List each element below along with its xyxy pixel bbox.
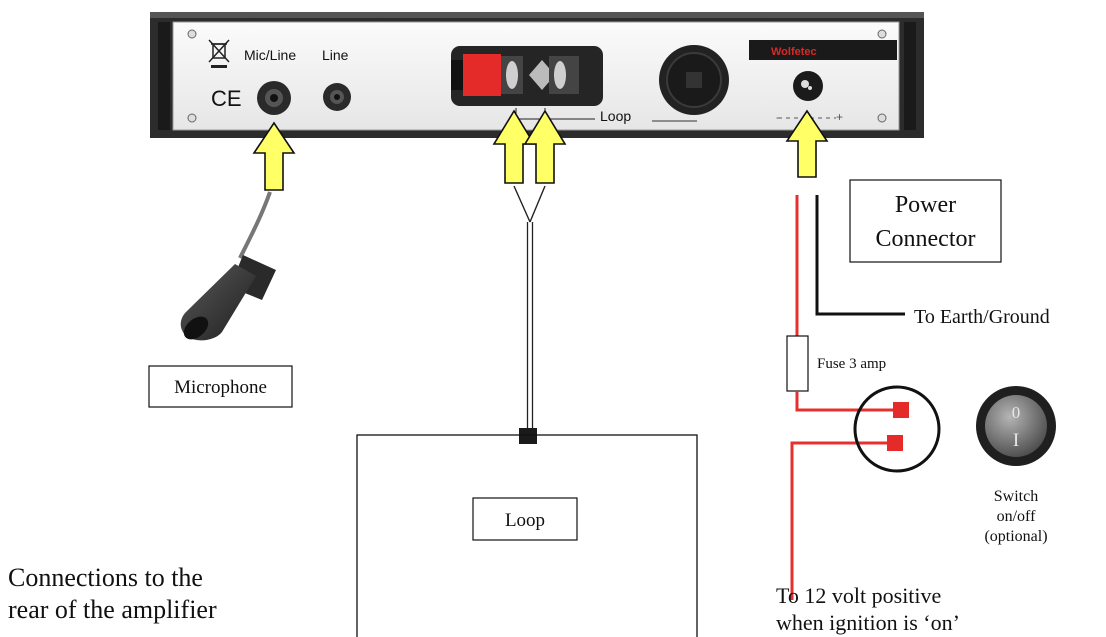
- power-socket[interactable]: [793, 71, 823, 101]
- power-connector-line2: Connector: [876, 226, 976, 252]
- switch-off-symbol: 0: [1012, 403, 1021, 422]
- brand-label: Wolfetec: [771, 46, 817, 58]
- svg-text:+: +: [836, 110, 843, 124]
- crossed-bin-icon: [208, 39, 230, 68]
- arrow-mic: [252, 121, 296, 191]
- switch-label-line1: Switch: [994, 488, 1038, 505]
- fuse-holder[interactable]: [659, 45, 729, 115]
- terminal-bottom: [887, 435, 903, 451]
- caption-line2: rear of the amplifier: [8, 595, 217, 624]
- power-connector-box: [849, 179, 1002, 263]
- loop-cable: [513, 185, 546, 444]
- arrow-loop-right: [523, 109, 567, 184]
- caption-line1: Connections to the: [8, 563, 203, 592]
- power-connector-line1: Power: [895, 192, 956, 218]
- fuse-symbol: [786, 335, 809, 392]
- mic-line-jack[interactable]: [257, 81, 291, 115]
- microphone-label-box: [148, 365, 293, 408]
- loop-label: Loop: [505, 510, 545, 531]
- yellow-arrows: [252, 109, 829, 191]
- loop-area: [356, 434, 698, 637]
- microphone-icon: [180, 191, 276, 341]
- switch-label-line2: on/off: [997, 508, 1036, 525]
- positive-label-line2: when ignition is ‘on’: [776, 610, 960, 635]
- panel-loop-label: Loop: [600, 108, 631, 124]
- arrow-power: [785, 109, 829, 178]
- brand-strip: [749, 40, 897, 60]
- switch-on-symbol: I: [1013, 430, 1019, 451]
- svg-text:-: -: [776, 110, 780, 124]
- ce-mark: CE: [211, 86, 242, 111]
- line-jack[interactable]: [323, 83, 351, 111]
- amplifier-rear-panel: Mic/Line Line CE Loop: [150, 12, 924, 138]
- line-label: Line: [322, 47, 349, 63]
- positive-label-line1: To 12 volt positive: [776, 583, 941, 608]
- power-switch-icon[interactable]: 0 I: [976, 386, 1056, 466]
- switch-label-line3: (optional): [984, 528, 1047, 545]
- microphone-label: Microphone: [174, 377, 267, 398]
- loop-terminal-block[interactable]: [451, 46, 603, 106]
- fuse-label: Fuse 3 amp: [817, 356, 886, 372]
- mic-line-label: Mic/Line: [244, 47, 296, 63]
- terminal-top: [893, 402, 909, 418]
- loop-label-box: [472, 497, 578, 541]
- terminal-circle: [853, 385, 941, 473]
- power-wiring: [786, 195, 941, 600]
- earth-label: To Earth/Ground: [914, 306, 1050, 328]
